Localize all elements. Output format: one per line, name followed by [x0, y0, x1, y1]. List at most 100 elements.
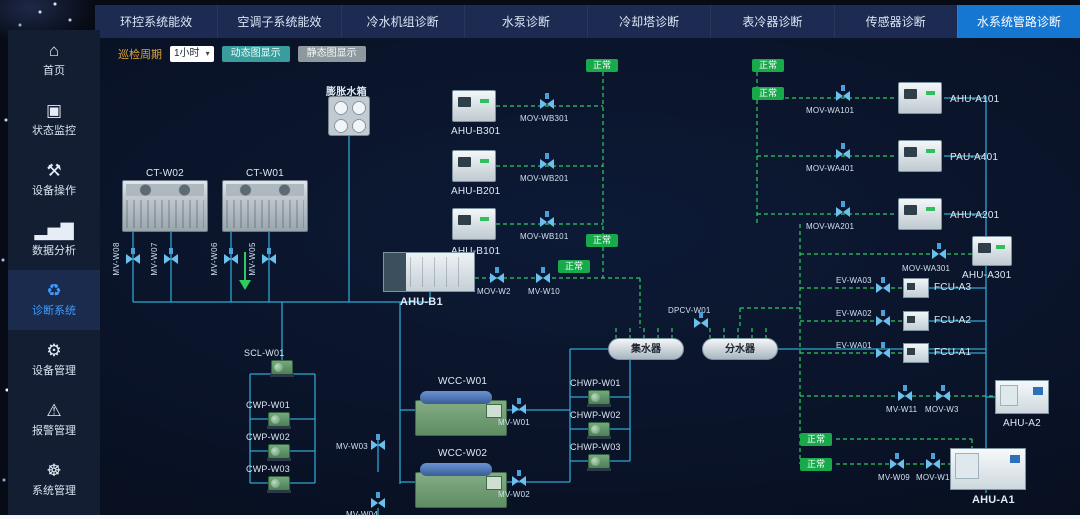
- ahu-a101-unit[interactable]: [898, 82, 942, 114]
- valve-mv-w07-icon[interactable]: [164, 248, 178, 264]
- static-view-button[interactable]: 静态图显示: [297, 46, 366, 62]
- inspection-cycle-label: 巡检周期: [118, 49, 162, 61]
- valve-label: MV-W04: [346, 510, 378, 515]
- ahu-b101-unit[interactable]: [452, 208, 496, 240]
- tab-water-pipeline-diag[interactable]: 水系统管路诊断: [956, 5, 1080, 38]
- diagram-canvas: 巡检周期 1小时 ▾ 动态图显示 静态图显示 膨胀水箱 CT-W02 CT-W0…: [100, 38, 1080, 515]
- tab-cooling-tower-diag[interactable]: 冷却塔诊断: [587, 5, 710, 38]
- valve-ev-wa03-icon[interactable]: [876, 277, 890, 293]
- sidebar-item-device-operate[interactable]: ⚒ 设备操作: [8, 150, 100, 210]
- pump-label: CWP-W01: [246, 400, 290, 410]
- valve-mov-wb101-icon[interactable]: [540, 211, 554, 227]
- valve-label: MV-W08: [112, 242, 121, 276]
- fcu-label: FCU-A2: [934, 315, 972, 326]
- pump-cwp-w01[interactable]: [267, 412, 291, 429]
- tab-ac-subsystem[interactable]: 空调子系统能效: [217, 5, 340, 38]
- tab-chiller-diag[interactable]: 冷水机组诊断: [340, 5, 464, 38]
- pau-a401-unit[interactable]: [898, 140, 942, 172]
- valve-label: MOV-WA101: [806, 106, 855, 115]
- fcu-a3-unit[interactable]: [903, 278, 929, 298]
- dynamic-view-button[interactable]: 动态图显示: [221, 46, 290, 62]
- pump-chwp-w01[interactable]: [587, 390, 611, 407]
- valve-mv-w05-icon[interactable]: [262, 248, 276, 264]
- valve-mv-w11-icon[interactable]: [898, 385, 912, 401]
- ahu-label: AHU-A101: [950, 94, 1000, 105]
- sidebar-item-device-manage[interactable]: ⚙ 设备管理: [8, 330, 100, 390]
- sidebar-item-home[interactable]: ⌂ 首页: [8, 30, 100, 90]
- sidebar-item-system-manage[interactable]: ☸ 系统管理: [8, 450, 100, 510]
- valve-mv-w06-icon[interactable]: [224, 248, 238, 264]
- scl-w01-device[interactable]: [270, 360, 294, 377]
- water-collector[interactable]: 集水器: [608, 338, 684, 360]
- sidebar-item-label: 首页: [43, 65, 65, 77]
- inspection-cycle-value: 1小时: [174, 48, 200, 59]
- valve-label: EV-WA02: [836, 309, 872, 318]
- valve-label: MOV-WB101: [520, 232, 569, 241]
- pump-label: CHWP-W01: [570, 378, 621, 388]
- inspection-cycle-select[interactable]: 1小时 ▾: [170, 46, 214, 62]
- sidebar-item-status-monitor[interactable]: ▣ 状态监控: [8, 90, 100, 150]
- diagnosis-icon: ♻: [46, 281, 62, 300]
- pump-chwp-w03[interactable]: [587, 454, 611, 471]
- valve-mv-w10-icon[interactable]: [536, 267, 550, 283]
- ahu-label: AHU-A2: [1003, 418, 1041, 429]
- flow-arrow-icon: [239, 280, 251, 290]
- pump-cwp-w03[interactable]: [267, 476, 291, 493]
- valve-ev-wa02-icon[interactable]: [876, 310, 890, 326]
- valve-mv-w04-icon[interactable]: [371, 492, 385, 508]
- sidebar-item-alarm-manage[interactable]: ⚠ 报警管理: [8, 390, 100, 450]
- valve-mov-wb301-icon[interactable]: [540, 93, 554, 109]
- expansion-tank[interactable]: [328, 96, 370, 136]
- valve-mv-w08-icon[interactable]: [126, 248, 140, 264]
- ahu-a2-unit[interactable]: [995, 380, 1049, 414]
- valve-mv-w02-icon[interactable]: [512, 470, 526, 486]
- system-icon: ☸: [46, 461, 62, 480]
- valve-mov-w2-icon[interactable]: [490, 267, 504, 283]
- status-badge: 正常: [752, 87, 785, 100]
- tab-pump-diag[interactable]: 水泵诊断: [463, 5, 587, 38]
- status-badge: 正常: [800, 433, 833, 446]
- sidebar-item-label: 诊断系统: [32, 305, 76, 317]
- valve-mv-w09-icon[interactable]: [890, 453, 904, 469]
- sidebar-item-data-analysis[interactable]: ▂▅▇ 数据分析: [8, 210, 100, 270]
- valve-mov-wa301-icon[interactable]: [932, 243, 946, 259]
- valve-mov-wa101-icon[interactable]: [836, 85, 850, 101]
- ahu-a1-unit[interactable]: [950, 448, 1026, 490]
- valve-label: MV-W02: [498, 490, 530, 499]
- fcu-a1-unit[interactable]: [903, 343, 929, 363]
- valve-mv-w03-icon[interactable]: [371, 434, 385, 450]
- water-distributor[interactable]: 分水器: [702, 338, 778, 360]
- tab-coil-diag[interactable]: 表冷器诊断: [710, 5, 833, 38]
- sidebar-item-diagnosis-system[interactable]: ♻ 诊断系统: [8, 270, 100, 330]
- valve-ev-wa01-icon[interactable]: [876, 342, 890, 358]
- valve-mov-wa401-icon[interactable]: [836, 143, 850, 159]
- pump-cwp-w02[interactable]: [267, 444, 291, 461]
- ahu-b1-unit[interactable]: [383, 252, 475, 292]
- chiller-wcc-w01[interactable]: [415, 391, 507, 436]
- valve-dpcv-w01-icon[interactable]: [694, 312, 708, 328]
- ahu-b301-unit[interactable]: [452, 90, 496, 122]
- chiller-wcc-w02[interactable]: [415, 463, 507, 508]
- valve-mv-w01-icon[interactable]: [512, 398, 526, 414]
- ahu-label: PAU-A401: [950, 152, 999, 163]
- sidebar-item-label: 数据分析: [32, 245, 76, 257]
- sidebar-item-label: 报警管理: [32, 425, 76, 437]
- pump-chwp-w02[interactable]: [587, 422, 611, 439]
- ahu-a201-unit[interactable]: [898, 198, 942, 230]
- valve-label: MV-W03: [336, 442, 368, 451]
- valve-mov-w1-icon[interactable]: [926, 453, 940, 469]
- valve-mov-wb201-icon[interactable]: [540, 153, 554, 169]
- tab-env-energy[interactable]: 环控系统能效: [120, 15, 193, 29]
- fcu-a2-unit[interactable]: [903, 311, 929, 331]
- cooling-tower-ct-w01[interactable]: [222, 180, 308, 232]
- tab-sensor-diag[interactable]: 传感器诊断: [833, 5, 957, 38]
- ahu-b201-unit[interactable]: [452, 150, 496, 182]
- valve-label: EV-WA01: [836, 341, 872, 350]
- ahu-label: AHU-B101: [451, 246, 501, 257]
- cooling-tower-ct-w02[interactable]: [122, 180, 208, 232]
- status-badge: 正常: [800, 458, 833, 471]
- valve-mov-wa201-icon[interactable]: [836, 201, 850, 217]
- ahu-a301-unit[interactable]: [972, 236, 1012, 266]
- valve-mov-w3-icon[interactable]: [936, 385, 950, 401]
- gear-icon: ⚙: [46, 341, 62, 360]
